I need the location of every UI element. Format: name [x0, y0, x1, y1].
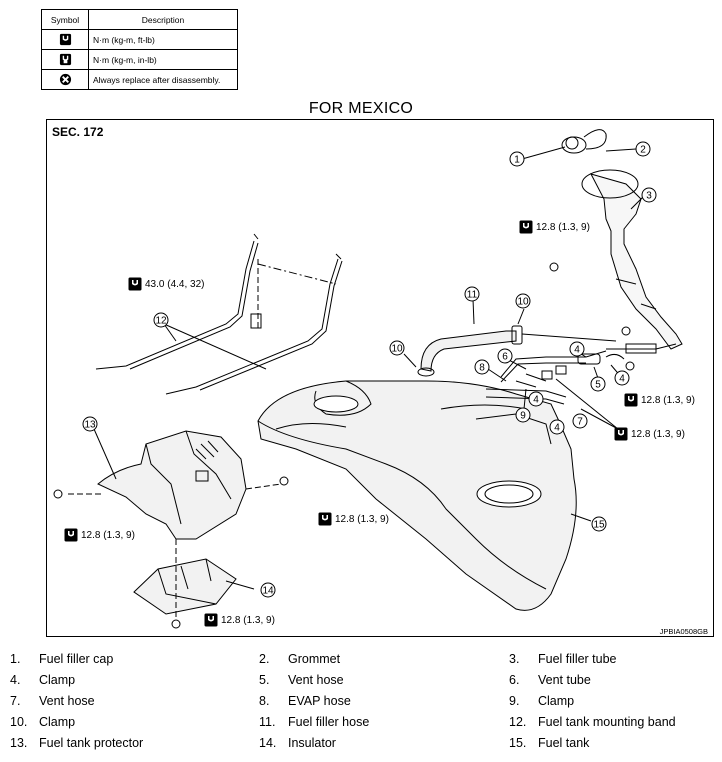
torque-callout-filler-bracket: 12.8 (1.3, 9) [624, 393, 695, 407]
torque-value: 12.8 (1.3, 9) [81, 529, 135, 541]
torque-callout-vent: 12.8 (1.3, 9) [614, 427, 685, 441]
torque-callout-protector-right: 12.8 (1.3, 9) [318, 512, 389, 526]
bolt-icon [171, 619, 181, 629]
torque-wrench-icon [204, 613, 218, 627]
svg-text:15: 15 [593, 520, 605, 531]
callout-9: 9 [515, 407, 531, 423]
callout-11: 11 [464, 286, 480, 302]
callout-4b: 4 [614, 370, 630, 386]
svg-text:3: 3 [646, 191, 652, 202]
callout-13: 13 [82, 416, 98, 432]
callout-12: 12 [153, 312, 169, 328]
callout-1: 1 [509, 151, 525, 167]
insulator-drawing [133, 539, 237, 619]
callout-10b: 10 [389, 340, 405, 356]
torque-callout-mounting-band: 43.0 (4.4, 32) [128, 277, 204, 291]
torque-callout-insulator: 12.8 (1.3, 9) [204, 613, 275, 627]
mounting-band-drawing [95, 233, 343, 395]
torque-value: 12.8 (1.3, 9) [631, 428, 685, 440]
image-code: JPBIA0508GB [659, 627, 708, 636]
torque-callout-filler-tube: 12.8 (1.3, 9) [519, 220, 590, 234]
legend-row-3-symbol [41, 69, 89, 90]
torque-wrench-icon [318, 512, 332, 526]
torque-value: 12.8 (1.3, 9) [221, 614, 275, 626]
svg-text:14: 14 [262, 586, 274, 597]
callout-6: 6 [497, 348, 513, 364]
svg-text:12: 12 [155, 316, 167, 327]
torque-value: 43.0 (4.4, 32) [145, 278, 205, 290]
svg-text:4: 4 [533, 395, 539, 406]
callout-15: 15 [591, 516, 607, 532]
torque-wrench-small-icon [59, 53, 71, 66]
svg-text:8: 8 [479, 363, 485, 374]
bolt-icon [549, 262, 559, 272]
torque-callout-protector-left: 12.8 (1.3, 9) [64, 528, 135, 542]
section-label: SEC. 172 [52, 125, 104, 139]
legend-row-1-symbol [41, 29, 89, 50]
svg-text:10: 10 [517, 297, 529, 308]
diagram-frame [46, 119, 714, 637]
svg-text:13: 13 [84, 420, 96, 431]
bolt-icon [621, 326, 631, 336]
torque-wrench-icon [128, 277, 142, 291]
filler-hose-drawing [417, 325, 617, 377]
filler-tube-drawing [561, 129, 683, 354]
torque-wrench-icon [59, 33, 71, 46]
callout-4d: 4 [549, 419, 565, 435]
svg-text:9: 9 [520, 411, 526, 422]
fuel-tank-protector-drawing [66, 430, 282, 540]
bolt-icon [625, 361, 635, 371]
symbol-legend-table: Symbol Description N·m (kg-m, ft-lb) N·m… [41, 9, 238, 90]
callout-8: 8 [474, 359, 490, 375]
legend-header-description: Description [88, 9, 238, 30]
torque-wrench-icon [624, 393, 638, 407]
svg-text:10: 10 [391, 344, 403, 355]
callout-10a: 10 [515, 293, 531, 309]
svg-text:4: 4 [554, 423, 560, 434]
diagram-title: FOR MEXICO [308, 100, 414, 117]
svg-text:6: 6 [502, 352, 508, 363]
torque-wrench-icon [614, 427, 628, 441]
callout-5: 5 [590, 376, 606, 392]
callout-4c: 4 [528, 391, 544, 407]
vent-tubes-drawing [485, 350, 625, 405]
always-replace-icon [59, 73, 71, 86]
torque-wrench-icon [519, 220, 533, 234]
torque-value: 12.8 (1.3, 9) [641, 394, 695, 406]
svg-text:2: 2 [640, 145, 646, 156]
torque-value: 12.8 (1.3, 9) [335, 513, 389, 525]
torque-wrench-icon [64, 528, 78, 542]
legend-row-2-symbol [41, 49, 89, 70]
bolt-icon [279, 476, 289, 486]
svg-text:4: 4 [574, 345, 580, 356]
callout-2: 2 [635, 141, 651, 157]
fuel-tank-drawing [257, 380, 577, 611]
callout-14: 14 [260, 582, 276, 598]
fuel-system-diagram: 1 2 3 4 4 4 4 5 6 7 8 9 10 10 11 12 13 1… [53, 129, 683, 629]
callout-7: 7 [572, 413, 588, 429]
svg-text:4: 4 [619, 374, 625, 385]
legend-row-1-text: N·m (kg-m, ft-lb) [88, 29, 238, 50]
callout-3: 3 [641, 187, 657, 203]
svg-text:11: 11 [467, 290, 478, 301]
legend-row-3-text: Always replace after disassembly. [88, 69, 238, 90]
svg-text:1: 1 [514, 155, 520, 166]
svg-text:5: 5 [595, 380, 601, 391]
legend-header-symbol: Symbol [41, 9, 89, 30]
bolt-icon [53, 489, 63, 499]
torque-value: 12.8 (1.3, 9) [536, 221, 590, 233]
svg-text:7: 7 [577, 417, 583, 428]
legend-row-2-text: N·m (kg-m, in-lb) [88, 49, 238, 70]
callout-4a: 4 [569, 341, 585, 357]
